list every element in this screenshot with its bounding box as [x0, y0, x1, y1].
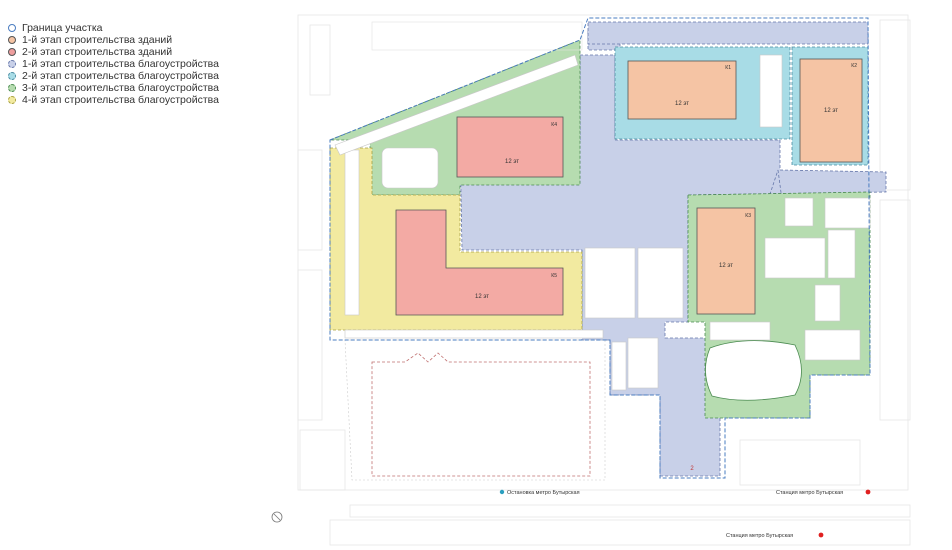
building-k5[interactable]: К5 12 эт — [395, 209, 564, 316]
metro-station-2: Станция метро Бутырская — [726, 532, 824, 539]
marker-2: 2 — [690, 466, 694, 472]
building-k4-tag: К4 — [551, 122, 557, 128]
existing-building-plot — [344, 339, 606, 481]
legend-swatch — [8, 24, 16, 32]
building-k1-tag: К1 — [725, 65, 731, 71]
building-k2[interactable]: К2 12 эт — [799, 58, 863, 163]
parking-areas — [344, 54, 871, 391]
legend-item: 1-й этап строительства благоустройства — [8, 58, 219, 70]
building-k2-floors: 12 эт — [824, 108, 838, 114]
legend-swatch — [8, 48, 16, 56]
oval-plaza — [705, 340, 802, 401]
legend-item: 2-й этап строительства зданий — [8, 46, 219, 58]
legend-label: 4-й этап строительства благоустройства — [22, 94, 219, 106]
bus-stop-label: Остановка метро Бутырская — [507, 490, 580, 496]
building-k5-floors: 12 эт — [475, 294, 489, 300]
building-k3-floors: 12 эт — [719, 263, 733, 269]
legend-swatch — [8, 96, 16, 104]
building-k3-tag: К3 — [745, 213, 751, 219]
context-layer — [297, 14, 911, 546]
diagonal-parking — [334, 54, 579, 156]
building-k4[interactable]: К4 12 эт — [456, 116, 564, 178]
legend-item: 3-й этап строительства благоустройства — [8, 82, 219, 94]
building-k1-floors: 12 эт — [675, 101, 689, 107]
legend-swatch — [8, 60, 16, 68]
legend-swatch — [8, 72, 16, 80]
legend-label: 3-й этап строительства благоустройства — [22, 82, 219, 94]
top-parking-outline — [371, 21, 583, 51]
building-k3[interactable]: К3 12 эт — [696, 207, 756, 315]
legend-item: Граница участка — [8, 22, 219, 34]
bus-stop-dot — [499, 489, 505, 495]
legend-item: 1-й этап строительства зданий — [8, 34, 219, 46]
metro-station-1: Станция метро Бутырская — [776, 489, 871, 496]
site-boundary — [329, 17, 871, 479]
legend-swatch — [8, 84, 16, 92]
building-k4-floors: 12 эт — [505, 159, 519, 165]
legend-swatch — [8, 36, 16, 44]
metro-station-2-dot — [818, 532, 824, 538]
legend-label: Граница участка — [22, 22, 103, 34]
existing-building — [371, 352, 591, 477]
legend-item: 4-й этап строительства благоустройства — [8, 94, 219, 106]
legend-label: 2-й этап строительства благоустройства — [22, 70, 219, 82]
metro-station-2-label: Станция метро Бутырская — [726, 533, 793, 539]
compass-icon — [271, 511, 283, 523]
legend-label: 2-й этап строительства зданий — [22, 46, 173, 58]
bus-stop: Остановка метро Бутырская — [499, 489, 580, 496]
building-k2-tag: К2 — [851, 63, 857, 69]
legend-label: 1-й этап строительства зданий — [22, 34, 173, 46]
legend-label: 1-й этап строительства благоустройства — [22, 58, 219, 70]
building-k1[interactable]: К1 12 эт — [627, 60, 737, 120]
legend-item: 2-й этап строительства благоустройства — [8, 70, 219, 82]
metro-station-1-dot — [865, 489, 871, 495]
building-k5-tag: К5 — [551, 273, 557, 279]
metro-station-1-label: Станция метро Бутырская — [776, 490, 843, 496]
landscape-stage-1-top — [587, 21, 869, 45]
